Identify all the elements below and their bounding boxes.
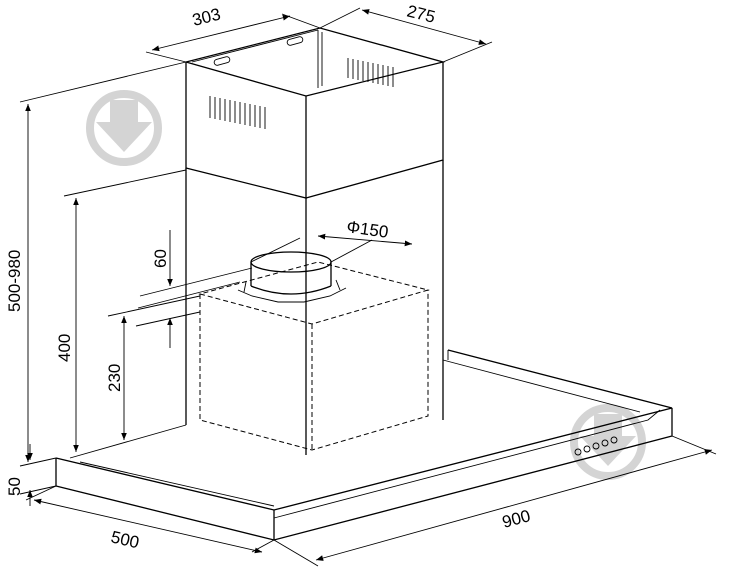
- dim-900-label: 900: [500, 506, 532, 532]
- upper-chimney: [183, 27, 446, 199]
- motor-box-hidden: [198, 261, 430, 451]
- dim-outlet-offset: 60: [137, 230, 253, 348]
- dim-total-height: 500-980: [5, 61, 187, 467]
- vent-slots-back: [347, 58, 394, 87]
- dim-duct-depth: 275: [319, 1, 493, 63]
- dim-canopy-height: 50: [5, 444, 57, 506]
- dim-500-label: 500: [109, 527, 141, 552]
- dim-50-label: 50: [5, 477, 24, 496]
- dim-duct-width: 303: [145, 5, 321, 63]
- lower-chimney: [185, 160, 444, 455]
- dim-motor-height: 230: [105, 295, 201, 440]
- dim-canopy-depth: 500: [25, 485, 275, 554]
- dim-60-label: 60: [151, 249, 170, 268]
- dim-phi150-label: Φ150: [345, 217, 389, 242]
- dim-400-label: 400: [55, 334, 74, 362]
- dim-outlet-diameter: Φ150: [250, 217, 413, 263]
- dim-303-label: 303: [190, 5, 222, 30]
- outlet-collar: [237, 251, 347, 303]
- canopy: [55, 349, 673, 541]
- watermark-left: [86, 90, 162, 166]
- dim-230-label: 230: [105, 364, 124, 392]
- vent-slots-front: [209, 96, 266, 129]
- dim-500-980-label: 500-980: [5, 250, 24, 312]
- dim-chimney-lower: 400: [55, 169, 187, 452]
